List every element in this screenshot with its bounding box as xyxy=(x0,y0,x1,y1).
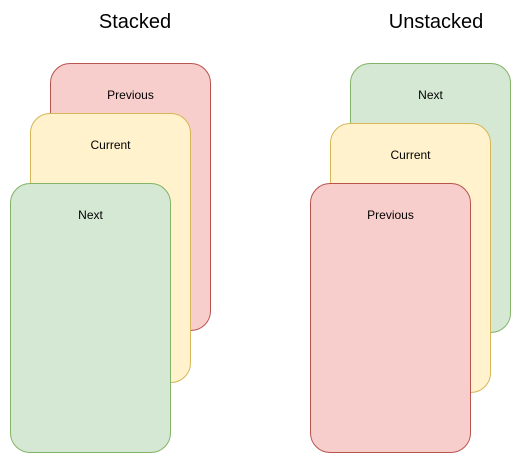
stacked-card-next: Next xyxy=(10,183,171,453)
stacked-card-next-label: Next xyxy=(78,208,103,222)
unstacked-title: Unstacked xyxy=(388,11,484,33)
unstacked-card-previous: Previous xyxy=(310,183,471,453)
unstacked-card-current-label: Current xyxy=(390,148,431,162)
stacked-card-current-label: Current xyxy=(90,138,131,152)
stacked-card-previous-label: Previous xyxy=(107,88,154,102)
unstacked-card-next-label: Next xyxy=(418,88,443,102)
unstacked-card-previous-label: Previous xyxy=(367,208,414,222)
stacked-title: Stacked xyxy=(98,11,172,33)
